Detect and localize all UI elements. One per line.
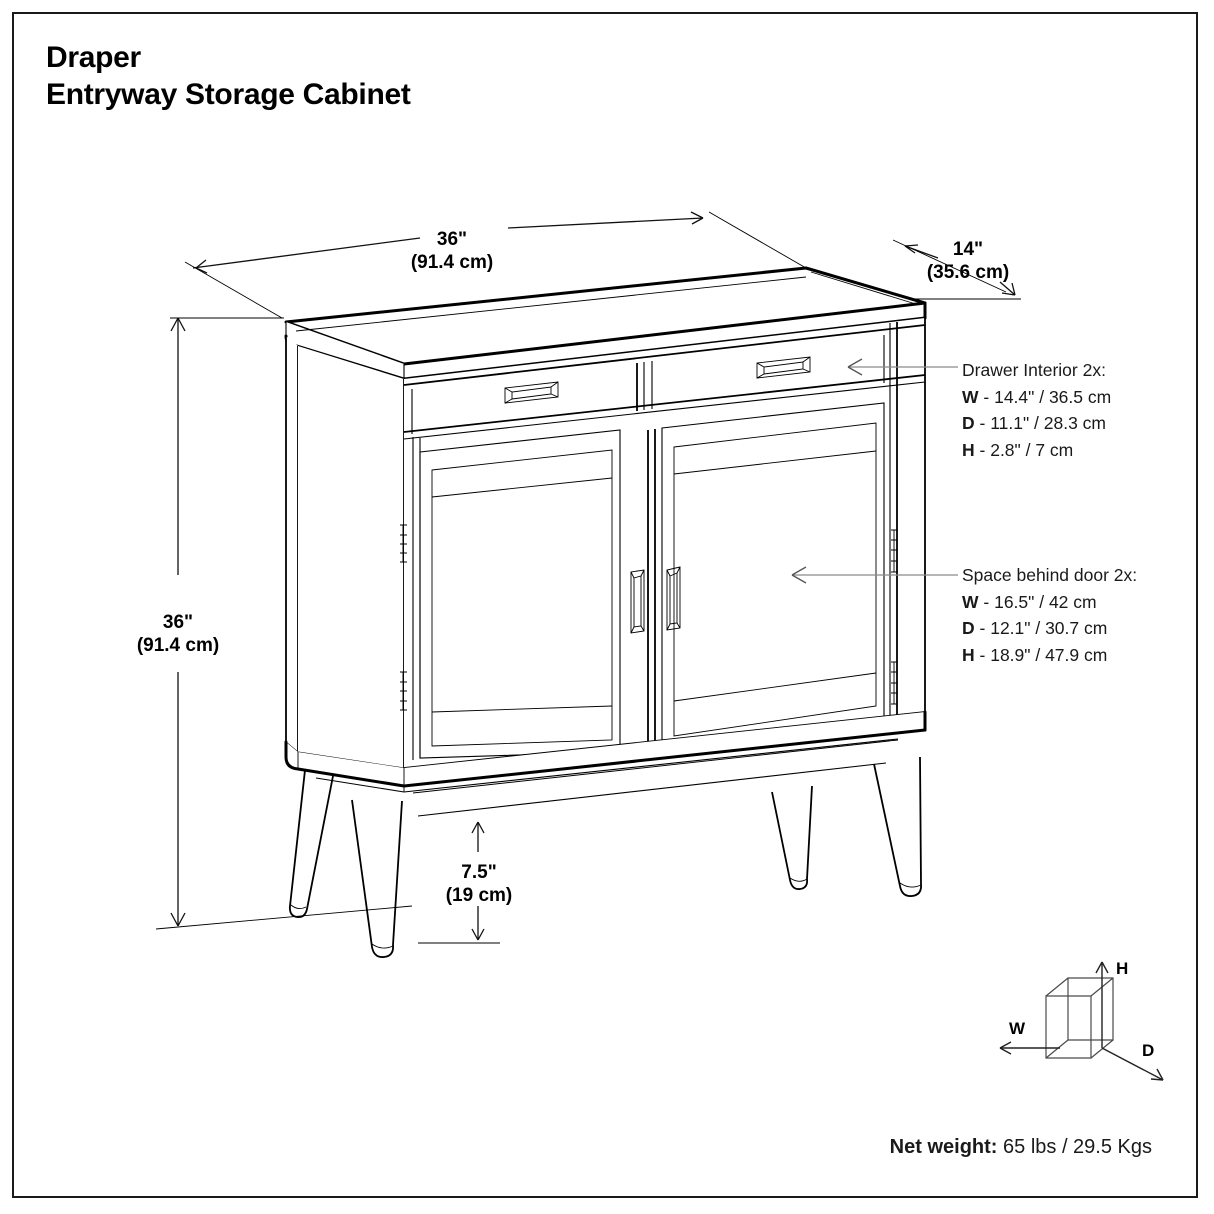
leg-back-left: [288, 769, 334, 918]
dimension-leg-clearance: [418, 821, 500, 944]
callout-drawer-spec-d: D - 11.1" / 28.3 cm: [962, 410, 1111, 437]
drawer-left: [411, 362, 645, 434]
callout-drawer-heading: Drawer Interior 2x:: [962, 360, 1106, 380]
net-weight-value: 65 lbs / 29.5 Kgs: [1003, 1136, 1152, 1158]
door-hinge-upper: [891, 529, 897, 573]
callout-door-value-w: - 16.5" / 42 cm: [983, 591, 1097, 612]
depth-label-metric: (35.6 cm): [927, 262, 1009, 283]
axis-legend: H W D: [999, 959, 1164, 1081]
legend-axis-width: W: [999, 1019, 1060, 1055]
dimension-height: [155, 317, 413, 930]
legend-cube-icon: [1045, 977, 1114, 1059]
callout-drawer-spec-h: H - 2.8" / 7 cm: [962, 437, 1111, 464]
legend-label-width: W: [1009, 1019, 1026, 1038]
leg-front-right: [873, 756, 922, 897]
left-door-hinge-lower: [400, 671, 407, 711]
callout-door-key-h: H: [962, 644, 975, 665]
legend-axis-depth: D: [1101, 1041, 1164, 1081]
dimension-label-height: 36" (91.4 cm): [137, 612, 219, 656]
dimension-label-leg-clearance: 7.5" (19 cm): [446, 862, 513, 906]
depth-label-imperial: 14": [953, 239, 983, 260]
callout-drawer-spec-w: W - 14.4" / 36.5 cm: [962, 384, 1111, 411]
legend-label-depth: D: [1142, 1041, 1154, 1060]
dimension-label-width: 36" (91.4 cm): [411, 229, 493, 273]
callout-door-key-d: D: [962, 618, 975, 639]
width-label-metric: (91.4 cm): [411, 252, 493, 273]
leg-back-right: [771, 785, 813, 890]
door-right-handle: [666, 566, 681, 631]
drawer-right: [651, 335, 885, 409]
leg-label-metric: (19 cm): [446, 885, 513, 906]
cabinet-base-rail: [284, 710, 927, 817]
cabinet-right-side-panel: [889, 322, 898, 717]
cabinet-left-side-panel: [285, 336, 299, 753]
net-weight-label: Net weight:: [889, 1136, 998, 1158]
dimension-width: [184, 211, 807, 319]
callout-drawer-key-w: W: [962, 386, 979, 407]
height-label-metric: (91.4 cm): [137, 635, 219, 656]
height-label-imperial: 36": [163, 612, 193, 633]
drawer-left-handle: [504, 381, 559, 404]
callout-door-value-h: - 18.9" / 47.9 cm: [979, 644, 1108, 665]
left-door-hinge-upper: [400, 524, 407, 563]
door-left-handle: [630, 569, 645, 634]
callout-door-heading: Space behind door 2x:: [962, 565, 1138, 585]
callout-drawer-interior: Drawer Interior 2x: W - 14.4" / 36.5 cm …: [962, 357, 1111, 463]
callout-door-key-w: W: [962, 591, 979, 612]
callout-door-spec-h: H - 18.9" / 47.9 cm: [962, 642, 1137, 669]
door-hinge-lower: [891, 661, 897, 705]
dimension-label-depth: 14" (35.6 cm): [927, 239, 1009, 283]
callout-door-spec-d: D - 12.1" / 30.7 cm: [962, 615, 1137, 642]
leg-label-imperial: 7.5": [461, 862, 496, 883]
callout-drawer-key-d: D: [962, 413, 975, 434]
callout-drawer-value-w: - 14.4" / 36.5 cm: [983, 386, 1112, 407]
callout-drawer-value-d: - 11.1" / 28.3 cm: [979, 413, 1107, 434]
legend-label-height: H: [1116, 959, 1128, 978]
callout-space-behind-door: Space behind door 2x: W - 16.5" / 42 cm …: [962, 562, 1137, 668]
title-line-product: Draper: [46, 41, 141, 74]
page-title: Draper Entryway Storage Cabinet: [46, 40, 411, 113]
callout-door-value-d: - 12.1" / 30.7 cm: [979, 618, 1108, 639]
callout-door-spec-w: W - 16.5" / 42 cm: [962, 589, 1137, 616]
callout-drawer-key-h: H: [962, 439, 975, 460]
width-label-imperial: 36": [437, 229, 467, 250]
drawer-right-handle: [756, 356, 811, 379]
leader-space-behind-door: [791, 566, 958, 584]
legend-axis-height: H: [1095, 959, 1128, 1048]
cabinet-legs: [288, 756, 922, 958]
callout-drawer-value-h: - 2.8" / 7 cm: [979, 439, 1074, 460]
door-row: [419, 402, 885, 759]
title-line-category: Entryway Storage Cabinet: [46, 77, 411, 111]
dimension-depth: [892, 239, 1021, 300]
net-weight-footer: Net weight: 65 lbs / 29.5 Kgs: [890, 1136, 1152, 1159]
leader-drawer-interior: [847, 358, 958, 376]
cabinet-front-plane: [403, 318, 926, 769]
cabinet-front-face: [297, 346, 405, 769]
drawer-row: [403, 324, 926, 440]
leg-front-left: [351, 799, 403, 958]
